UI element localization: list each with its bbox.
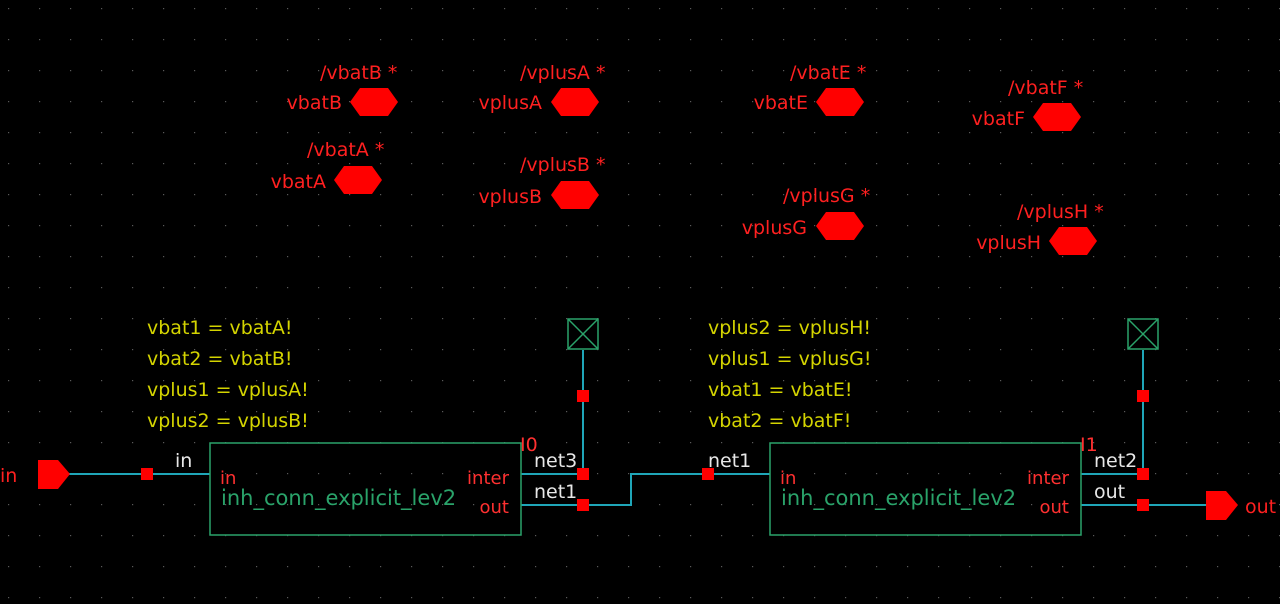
property-line: vplus2 = vplusB!: [147, 410, 309, 432]
property-line: vplus1 = vplusA!: [147, 379, 309, 401]
pin-label: vbatA: [271, 171, 326, 193]
global-pin-vbatF[interactable]: /vbatF * vbatF: [972, 77, 1084, 131]
pin-annotation: /vbatB *: [320, 62, 397, 84]
pin-annotation: /vplusH *: [1017, 201, 1104, 223]
global-pin-vplusG[interactable]: /vplusG * vplusG: [742, 185, 870, 240]
cell-name: inh_conn_explicit_lev2: [221, 486, 456, 511]
net-label-net3: net3: [534, 450, 577, 472]
pin-name-in: in: [220, 468, 236, 489]
pin-annotation: /vbatE *: [790, 62, 866, 84]
pin-label: vbatB: [287, 92, 342, 114]
pin-name-inter: inter: [1027, 468, 1070, 489]
global-pin-symbol[interactable]: [1033, 103, 1081, 131]
noconnect-terminal-left[interactable]: [567, 318, 599, 350]
connection-dot[interactable]: [141, 468, 153, 480]
net-label-net1: net1: [708, 450, 751, 472]
input-pin-in[interactable]: in: [0, 460, 70, 489]
instance-I0[interactable]: I0 in inter out inh_conn_explicit_lev2: [209, 434, 538, 536]
pin-name-inter: inter: [467, 468, 510, 489]
noconnect-terminal-right[interactable]: [1127, 318, 1159, 350]
wire-net1[interactable]: [521, 473, 770, 506]
property-line: vbat2 = vbatB!: [147, 348, 293, 370]
input-pin-symbol[interactable]: [38, 460, 70, 489]
output-pin-label: out: [1245, 496, 1276, 518]
instance-I1[interactable]: I1 in inter out inh_conn_explicit_lev2: [769, 434, 1098, 536]
pin-label: vplusH: [976, 232, 1041, 254]
pin-label: vbatF: [972, 108, 1025, 130]
input-pin-label: in: [0, 465, 17, 487]
pin-annotation: /vbatA *: [307, 139, 384, 161]
output-pin-out[interactable]: out: [1206, 491, 1276, 520]
property-line: vbat1 = vbatE!: [708, 379, 853, 401]
pin-label: vbatE: [754, 92, 808, 114]
connection-dot[interactable]: [577, 468, 589, 480]
global-pin-symbol[interactable]: [1049, 227, 1097, 255]
net-label-in: in: [175, 450, 192, 472]
net-label-out: out: [1094, 481, 1125, 503]
global-pin-vbatE[interactable]: /vbatE * vbatE: [754, 62, 867, 116]
global-pin-vplusB[interactable]: /vplusB * vplusB: [478, 154, 606, 209]
connection-dot[interactable]: [1137, 390, 1149, 402]
instance-body[interactable]: [209, 442, 522, 536]
pin-annotation: /vplusB *: [520, 154, 606, 176]
output-pin-symbol[interactable]: [1206, 491, 1238, 520]
global-pin-symbol[interactable]: [551, 181, 599, 209]
pin-annotation: /vbatF *: [1008, 77, 1083, 99]
net-label-net2: net2: [1094, 450, 1137, 472]
instance-properties-I1: vplus2 = vplusH! vplus1 = vplusG! vbat1 …: [708, 317, 871, 432]
instance-label: I1: [1080, 434, 1098, 456]
pin-name-out: out: [1040, 497, 1069, 518]
pin-label: vplusB: [478, 186, 542, 208]
pin-name-out: out: [480, 497, 509, 518]
connection-dots: [141, 390, 1149, 511]
property-line: vplus1 = vplusG!: [708, 348, 871, 370]
wires: [64, 350, 1208, 506]
connection-dot[interactable]: [577, 390, 589, 402]
pin-name-in: in: [780, 468, 796, 489]
connection-dot[interactable]: [577, 499, 589, 511]
global-pin-vbatB[interactable]: /vbatB * vbatB: [287, 62, 398, 116]
cell-name: inh_conn_explicit_lev2: [781, 486, 1016, 511]
global-pin-vplusA[interactable]: /vplusA * vplusA: [478, 62, 605, 116]
connection-dot[interactable]: [702, 468, 714, 480]
net-label-net1: net1: [534, 481, 577, 503]
pin-annotation: /vplusG *: [783, 185, 870, 207]
property-line: vbat1 = vbatA!: [147, 317, 293, 339]
global-pin-symbol[interactable]: [816, 212, 864, 240]
global-pin-symbol[interactable]: [816, 88, 864, 116]
pin-label: vplusA: [478, 92, 542, 114]
connection-dot[interactable]: [1137, 499, 1149, 511]
instance-label: I0: [520, 434, 538, 456]
global-pin-symbol[interactable]: [350, 88, 398, 116]
pin-label: vplusG: [742, 217, 807, 239]
global-pin-vbatA[interactable]: /vbatA * vbatA: [271, 139, 385, 194]
global-pin-symbol[interactable]: [551, 88, 599, 116]
property-line: vbat2 = vbatF!: [708, 410, 851, 432]
pin-annotation: /vplusA *: [520, 62, 605, 84]
instance-body[interactable]: [769, 442, 1082, 536]
connection-dot[interactable]: [1137, 468, 1149, 480]
global-pin-symbol[interactable]: [334, 166, 382, 194]
net-labels: in net3 net1 net1 net2 out: [175, 450, 1137, 503]
global-pin-vplusH[interactable]: /vplusH * vplusH: [976, 201, 1104, 255]
instance-properties-I0: vbat1 = vbatA! vbat2 = vbatB! vplus1 = v…: [147, 317, 309, 432]
property-line: vplus2 = vplusH!: [708, 317, 871, 339]
